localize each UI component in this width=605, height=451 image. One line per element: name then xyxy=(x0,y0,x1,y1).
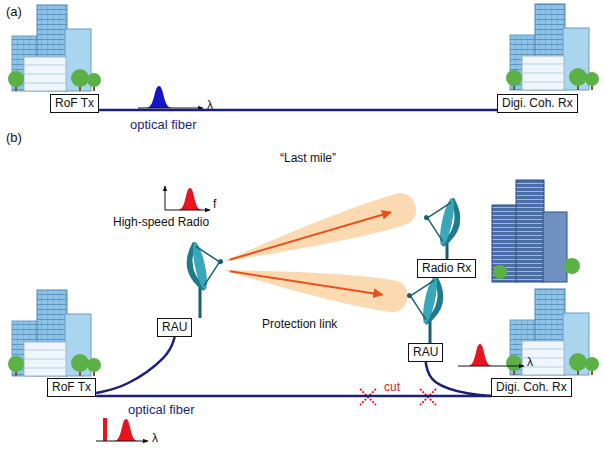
optical-fiber xyxy=(96,395,491,398)
text-label: High-speed Radio xyxy=(113,215,209,230)
edge-label: optical fiber xyxy=(130,117,196,132)
device-box: Digi. Coh. Rx xyxy=(497,94,578,113)
box-label: RAU xyxy=(162,320,187,334)
buildings xyxy=(506,4,599,90)
text-label: (a) xyxy=(6,4,22,19)
optical-fiber xyxy=(426,362,491,396)
box-label: Digi. Coh. Rx xyxy=(502,96,573,110)
text-label: λ xyxy=(207,98,213,113)
dish-antenna xyxy=(419,193,465,249)
text-label: λ xyxy=(152,431,158,446)
optical-fiber xyxy=(96,337,175,393)
spectrum-pulse xyxy=(178,188,202,210)
device-box: RoF Tx xyxy=(47,378,96,397)
text-label: cut xyxy=(384,380,400,395)
box-label: RoF Tx xyxy=(52,380,91,394)
edge-label: optical fiber xyxy=(128,402,194,417)
axis-arrow xyxy=(165,210,210,211)
spectrum-pulse xyxy=(114,419,138,441)
box-label: Digi. Coh. Rx xyxy=(496,380,567,394)
buildings xyxy=(506,289,599,375)
device-box: Digi. Coh. Rx xyxy=(491,378,572,397)
device-box: RAU xyxy=(408,343,443,362)
device-box: RoF Tx xyxy=(50,94,99,113)
buildings xyxy=(8,5,101,91)
dish-antenna xyxy=(402,271,448,327)
axis-arrow xyxy=(96,441,148,442)
spectrum-line xyxy=(103,418,107,441)
radio-beam xyxy=(220,254,410,314)
dish-antenna xyxy=(182,237,228,293)
spectrum-pulse xyxy=(146,86,172,108)
text-label: (b) xyxy=(6,130,22,145)
axis-arrow xyxy=(458,366,524,367)
radio-building xyxy=(492,180,580,282)
box-label: RAU xyxy=(413,345,438,359)
buildings xyxy=(8,290,101,376)
text-label: Protection link xyxy=(262,317,337,332)
text-label: f xyxy=(213,197,216,212)
radio-beam xyxy=(217,190,419,278)
optical-fiber xyxy=(99,109,497,112)
box-label: RoF Tx xyxy=(55,96,94,110)
box-label: Radio Rx xyxy=(422,261,471,275)
device-box: Radio Rx xyxy=(417,259,476,278)
text-label: λ xyxy=(527,355,533,370)
axis-arrow xyxy=(165,186,166,210)
spectrum-pulse xyxy=(468,344,492,366)
text-label: “Last mile” xyxy=(280,151,336,166)
device-box: RAU xyxy=(157,318,192,337)
axis-arrow xyxy=(138,108,203,109)
